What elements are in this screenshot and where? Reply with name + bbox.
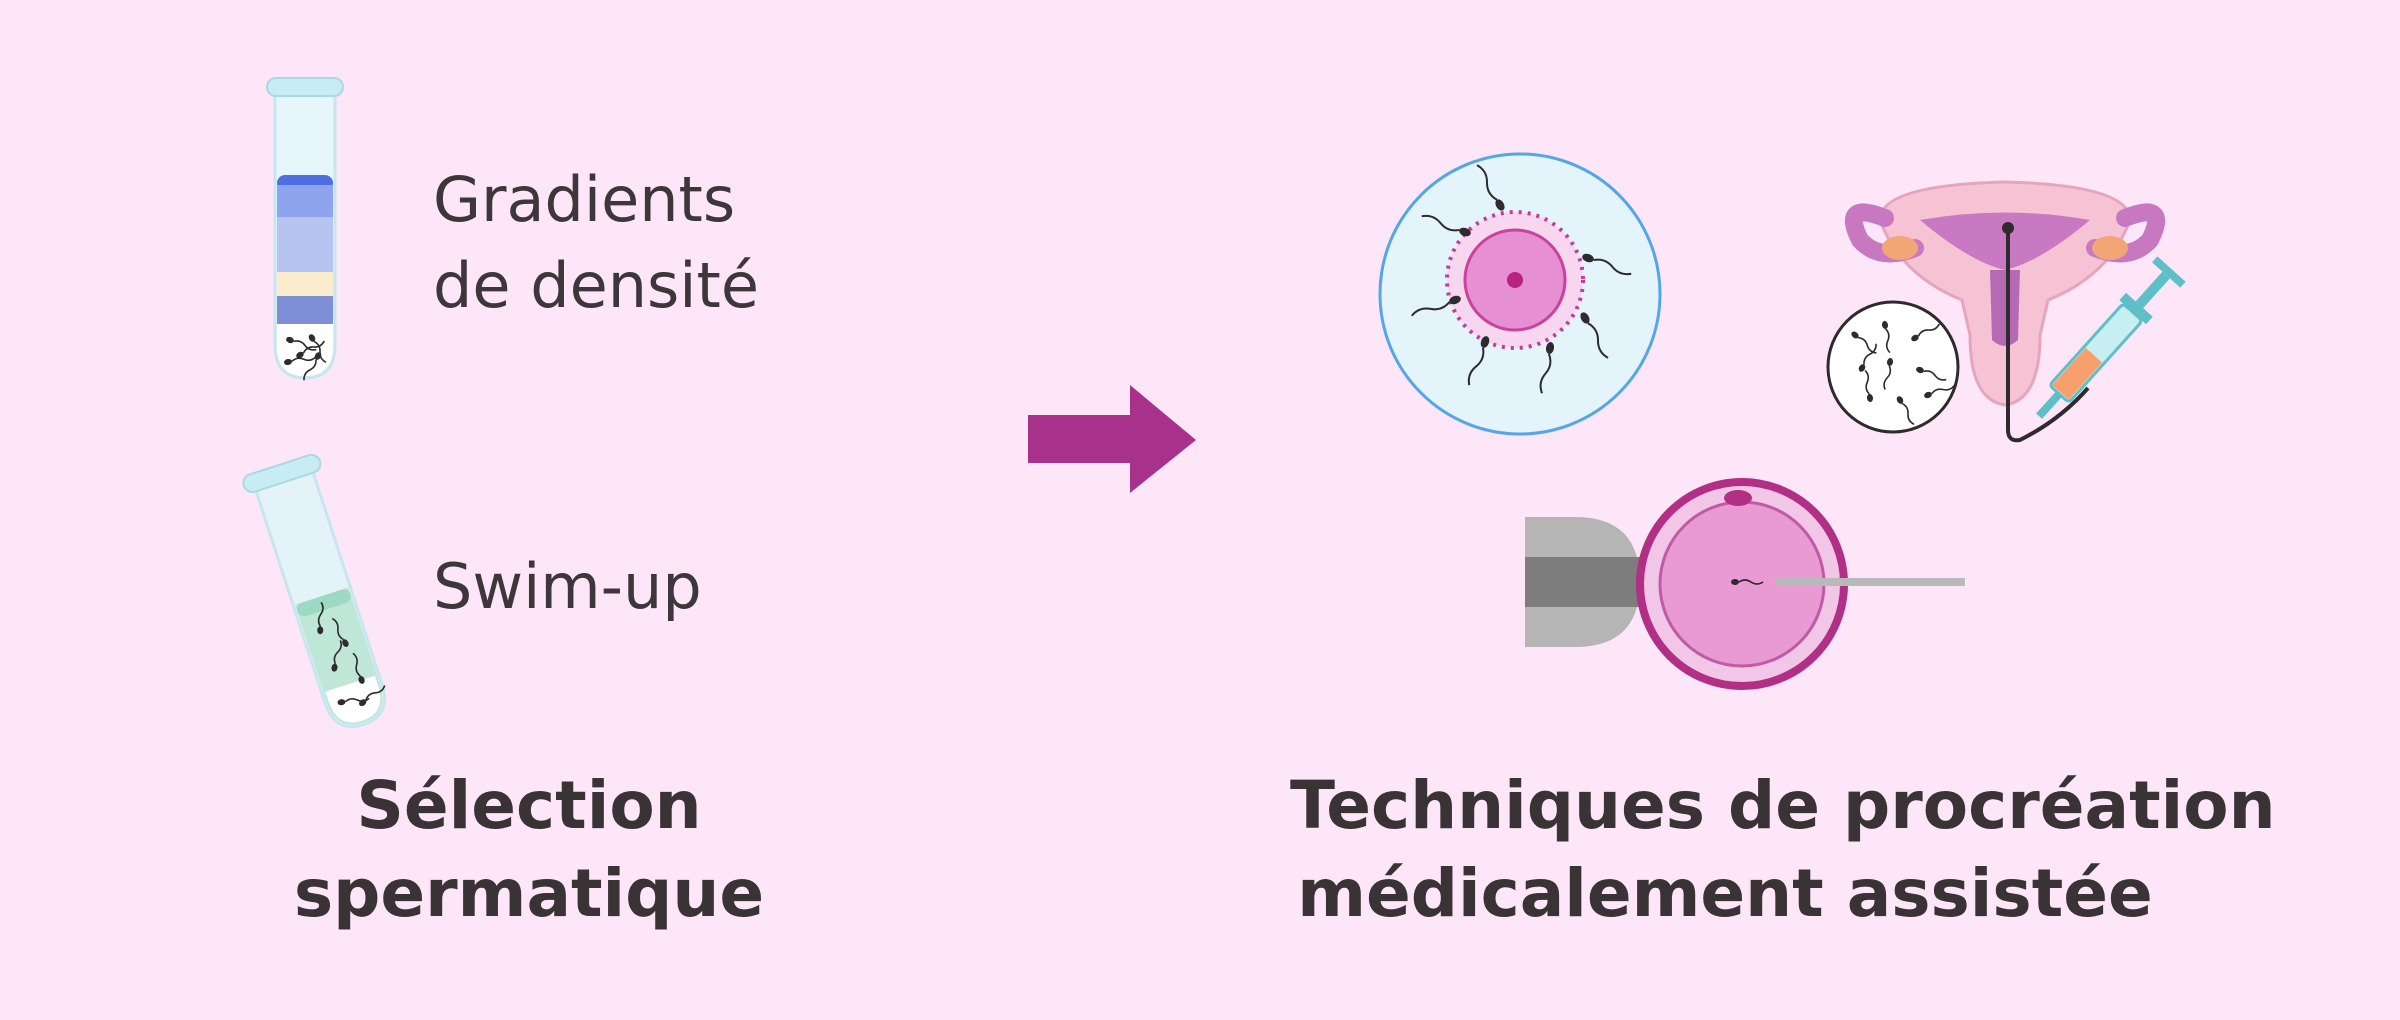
syringe-icon: [2036, 256, 2186, 419]
density-gradient-label-line-1: Gradients: [433, 163, 736, 236]
density-gradient-label: Gradients de densité: [433, 157, 759, 329]
swim-up-tube-icon: [242, 453, 388, 729]
sperm-selection-caption: Sélection spermatique: [264, 762, 794, 938]
sperm-selection-caption-line-2: spermatique: [293, 855, 765, 932]
artificial-insemination-uterus-icon: [1844, 180, 2166, 443]
swim-up-label: Swim-up: [433, 550, 702, 623]
art-techniques-caption: Techniques de procréation médicalement a…: [1290, 762, 2276, 938]
density-gradient-tube-icon: [266, 77, 344, 383]
ivf-egg-sperm-icon: [1378, 152, 1662, 436]
icsi-microinjection-icon: [1525, 478, 1965, 690]
arrow-right-icon: [1028, 385, 1196, 493]
art-techniques-caption-line-2: médicalement assistée: [1297, 855, 2153, 932]
art-techniques-caption-line-1: Techniques de procréation: [1290, 767, 2276, 844]
sperm-selection-caption-line-1: Sélection: [356, 767, 702, 844]
density-gradient-label-line-2: de densité: [433, 249, 759, 322]
sperm-sample-icon: [1826, 300, 1960, 434]
